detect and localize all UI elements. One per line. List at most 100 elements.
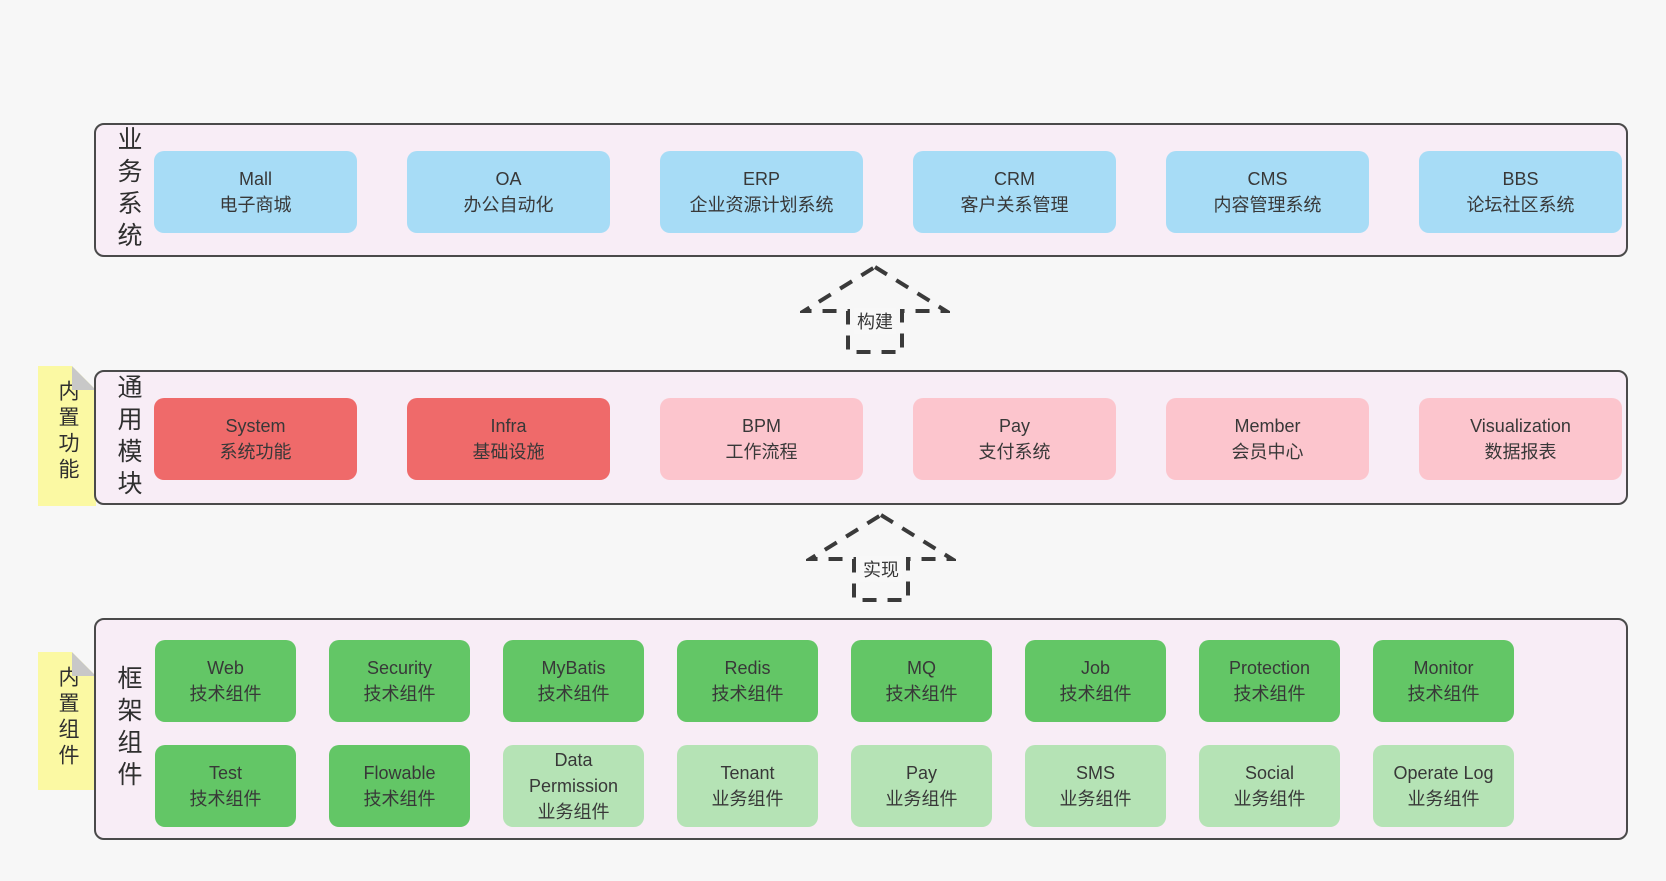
box-pay-component: Pay 业务组件 <box>851 745 992 827</box>
box-flowable: Flowable 技术组件 <box>329 745 470 827</box>
box-subtitle: 数据报表 <box>1484 442 1557 462</box>
tag-label: 内置功能 <box>56 380 79 484</box>
box-subtitle: 业务组件 <box>1233 789 1306 809</box>
tag-label: 内置组件 <box>56 666 79 770</box>
box-title: Job <box>1080 658 1111 678</box>
box-crm: CRM 客户关系管理 <box>913 151 1116 233</box>
box-subtitle: 技术组件 <box>1059 684 1132 704</box>
box-subtitle: 客户关系管理 <box>960 195 1069 215</box>
box-title: MyBatis <box>541 658 606 678</box>
box-title: Redis <box>724 658 771 678</box>
box-subtitle: 电子商城 <box>219 195 292 215</box>
box-title: Protection <box>1228 658 1311 678</box>
box-title: Flowable <box>363 763 436 783</box>
box-subtitle: 会员中心 <box>1231 442 1304 462</box>
box-title: Social <box>1244 763 1295 783</box>
box-title: SMS <box>1075 763 1115 783</box>
box-subtitle: 技术组件 <box>363 789 436 809</box>
box-subtitle: 业务组件 <box>711 789 784 809</box>
box-title: Security <box>366 658 433 678</box>
box-title: MQ <box>907 658 936 678</box>
box-subtitle: 业务组件 <box>537 802 610 822</box>
box-visualization: Visualization 数据报表 <box>1419 398 1622 480</box>
box-web: Web 技术组件 <box>155 640 296 722</box>
box-subtitle: 技术组件 <box>711 684 784 704</box>
box-subtitle: 业务组件 <box>885 789 958 809</box>
box-title: BBS <box>1502 169 1539 189</box>
dashed-up-arrow-icon <box>806 512 956 602</box>
box-monitor: Monitor 技术组件 <box>1373 640 1514 722</box>
box-subtitle: 业务组件 <box>1407 789 1480 809</box>
box-operate-log: Operate Log 业务组件 <box>1373 745 1514 827</box>
box-title: Operate Log <box>1393 763 1494 783</box>
box-title: CRM <box>994 169 1035 189</box>
box-subtitle: 工作流程 <box>725 442 798 462</box>
implement-arrow: 实现 <box>806 512 956 604</box>
box-data-permission: Data Permission 业务组件 <box>503 745 644 827</box>
build-arrow-label: 构建 <box>854 308 896 334</box>
box-system: System 系统功能 <box>154 398 357 480</box>
box-subtitle: 技术组件 <box>1407 684 1480 704</box>
box-title: Web <box>207 658 244 678</box>
box-sms: SMS 业务组件 <box>1025 745 1166 827</box>
box-subtitle: 技术组件 <box>885 684 958 704</box>
layer-business-systems-label: 业务系统 <box>114 126 142 254</box>
box-subtitle: 技术组件 <box>189 789 262 809</box>
box-social: Social 业务组件 <box>1199 745 1340 827</box>
box-title: BPM <box>741 416 781 436</box>
box-title: ERP <box>742 169 780 189</box>
box-job: Job 技术组件 <box>1025 640 1166 722</box>
box-subtitle: 支付系统 <box>978 442 1051 462</box>
box-subtitle: 办公自动化 <box>463 195 554 215</box>
box-title: OA <box>495 169 522 189</box>
layer-business-systems: 业务系统 Mall 电子商城 OA 办公自动化 ERP 企业资源计划系统 CRM… <box>94 123 1628 257</box>
box-security: Security 技术组件 <box>329 640 470 722</box>
box-title: Pay <box>998 416 1031 436</box>
box-mq: MQ 技术组件 <box>851 640 992 722</box>
box-title: Pay <box>905 763 938 783</box>
box-pay-module: Pay 支付系统 <box>913 398 1116 480</box>
box-title: Data Permission <box>528 750 619 796</box>
layer-common-modules: 通用模块 System 系统功能 Infra 基础设施 BPM 工作流程 Pay… <box>94 370 1628 505</box>
box-title: Mall <box>238 169 272 189</box>
layer-framework-components-label: 框架组件 <box>114 665 142 793</box>
box-bbs: BBS 论坛社区系统 <box>1419 151 1622 233</box>
implement-arrow-label: 实现 <box>860 556 902 582</box>
box-title: Member <box>1234 416 1301 436</box>
box-bpm: BPM 工作流程 <box>660 398 863 480</box>
box-mybatis: MyBatis 技术组件 <box>503 640 644 722</box>
sticky-tag-builtin-components: 内置组件 <box>38 652 96 790</box>
box-test: Test 技术组件 <box>155 745 296 827</box>
box-subtitle: 论坛社区系统 <box>1466 195 1575 215</box>
box-title: Visualization <box>1470 416 1571 436</box>
box-title: Tenant <box>720 763 775 783</box>
box-subtitle: 技术组件 <box>1233 684 1306 704</box>
folded-corner-icon <box>72 366 96 390</box>
layer-framework-components: 框架组件 Web 技术组件 Security 技术组件 MyBatis 技术组件… <box>94 618 1628 840</box>
box-subtitle: 内容管理系统 <box>1213 195 1322 215</box>
box-subtitle: 基础设施 <box>472 442 545 462</box>
build-arrow: 构建 <box>800 264 950 356</box>
box-title: System <box>225 416 286 436</box>
dashed-up-arrow-icon <box>800 264 950 354</box>
box-subtitle: 技术组件 <box>189 684 262 704</box>
box-title: CMS <box>1247 169 1288 189</box>
box-oa: OA 办公自动化 <box>407 151 610 233</box>
box-subtitle: 业务组件 <box>1059 789 1132 809</box>
box-cms: CMS 内容管理系统 <box>1166 151 1369 233</box>
box-erp: ERP 企业资源计划系统 <box>660 151 863 233</box>
box-redis: Redis 技术组件 <box>677 640 818 722</box>
box-subtitle: 技术组件 <box>537 684 610 704</box>
box-title: Infra <box>490 416 527 436</box>
box-mall: Mall 电子商城 <box>154 151 357 233</box>
box-subtitle: 技术组件 <box>363 684 436 704</box>
folded-corner-icon <box>72 652 96 676</box>
sticky-tag-builtin-features: 内置功能 <box>38 366 96 506</box>
box-tenant: Tenant 业务组件 <box>677 745 818 827</box>
box-member: Member 会员中心 <box>1166 398 1369 480</box>
layer-common-modules-label: 通用模块 <box>114 373 142 502</box>
box-title: Monitor <box>1413 658 1474 678</box>
box-subtitle: 系统功能 <box>219 442 292 462</box>
box-infra: Infra 基础设施 <box>407 398 610 480</box>
